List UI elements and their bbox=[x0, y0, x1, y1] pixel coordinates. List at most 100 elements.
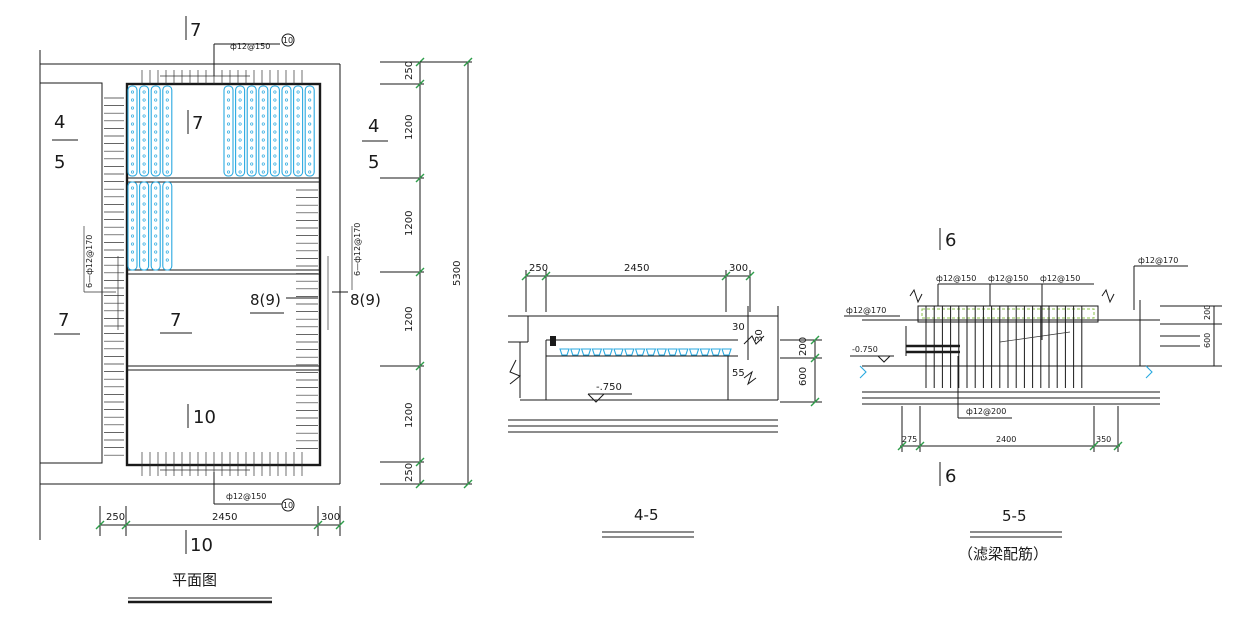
s55-dim-200: 200 bbox=[1203, 305, 1212, 320]
plan-title: 平面图 bbox=[172, 571, 217, 589]
plan-filter-nozzle bbox=[308, 162, 312, 166]
plan-filter-nozzle bbox=[273, 106, 277, 110]
s45-nozzle bbox=[580, 348, 592, 356]
plan-filter-nozzle bbox=[284, 130, 289, 134]
plan-filter-nozzle bbox=[261, 154, 265, 158]
plan-filter-nozzle bbox=[130, 194, 135, 198]
plan-total-dim-tick bbox=[463, 57, 473, 67]
plan-right-dim-extensions bbox=[380, 57, 473, 489]
plan-right-dim-250-top: 250 bbox=[404, 61, 415, 80]
plan-filter-nozzle bbox=[250, 122, 254, 126]
plan-right-dim-tick bbox=[415, 361, 425, 371]
plan-filter-nozzle bbox=[261, 122, 265, 126]
plan-right-dim-1200-a: 1200 bbox=[404, 115, 415, 140]
plan-filter-nozzle bbox=[296, 170, 300, 174]
plan-bottom-rebar-label: ф12@150 bbox=[226, 492, 266, 501]
plan-view: ф12@150 10 ф12@150 10 7 10 4 5 7 4 5 7 7… bbox=[39, 16, 473, 604]
plan-filter-slot bbox=[269, 85, 280, 177]
plan-filter-nozzle bbox=[250, 106, 254, 110]
plan-bottom-dim-250: 250 bbox=[106, 512, 125, 523]
plan-filter-nozzle bbox=[284, 98, 289, 102]
plan-filter-nozzle bbox=[130, 258, 135, 262]
plan-filter-nozzle bbox=[165, 162, 169, 166]
plan-filter-nozzle bbox=[130, 162, 135, 166]
plan-filter-nozzle bbox=[165, 226, 169, 230]
plan-filter-nozzle bbox=[130, 242, 135, 246]
plan-filter-nozzle bbox=[273, 162, 277, 166]
plan-filter-nozzle bbox=[238, 98, 242, 102]
plan-filter-nozzle bbox=[142, 154, 146, 158]
plan-filter-nozzle bbox=[226, 162, 231, 166]
plan-inner-7-top: 7 bbox=[192, 113, 203, 134]
plan-filter-nozzle bbox=[142, 146, 146, 150]
plan-filter-nozzle bbox=[142, 170, 146, 174]
plan-right-dim-tick bbox=[415, 457, 425, 467]
plan-filter-nozzle bbox=[142, 258, 146, 262]
plan-right-dim-total: 5300 bbox=[452, 261, 463, 286]
plan-filter-nozzle bbox=[142, 202, 146, 206]
s55-dim-350: 350 bbox=[1096, 435, 1111, 444]
plan-top-rebar-label: ф12@150 bbox=[230, 42, 270, 51]
s45-dim-30b: 30 bbox=[754, 329, 765, 342]
plan-filter-nozzle bbox=[238, 154, 242, 158]
plan-filter-slot bbox=[139, 85, 150, 177]
plan-filter-nozzle bbox=[142, 250, 146, 254]
plan-filter-nozzle bbox=[296, 154, 300, 158]
plan-filter-nozzle bbox=[130, 98, 135, 102]
plan-filter-nozzle bbox=[250, 90, 254, 94]
plan-inner-10: 10 bbox=[193, 407, 216, 428]
plan-filter-nozzle bbox=[250, 162, 254, 166]
plan-bottom-tick-3 bbox=[313, 520, 323, 530]
plan-filter-slot bbox=[127, 181, 138, 271]
s55-left-break-mark bbox=[859, 365, 867, 379]
plan-filter-nozzle bbox=[261, 170, 265, 174]
plan-section-7-top: 7 bbox=[190, 20, 201, 41]
plan-filter-nozzle bbox=[142, 218, 146, 222]
plan-filter-nozzle bbox=[130, 138, 135, 142]
plan-filter-nozzle bbox=[142, 226, 146, 230]
plan-filter-nozzle bbox=[165, 234, 169, 238]
plan-filter-nozzle bbox=[142, 90, 146, 94]
s45-right-tick-2 bbox=[810, 353, 820, 363]
plan-filter-nozzle bbox=[226, 122, 231, 126]
plan-filter-nozzle bbox=[308, 122, 312, 126]
s45-nozzle bbox=[634, 348, 646, 356]
plan-bottom-tick-2 bbox=[121, 520, 131, 530]
s45-dim-2450: 2450 bbox=[624, 263, 649, 274]
plan-left-channel bbox=[39, 82, 103, 464]
plan-filter-nozzle bbox=[261, 106, 265, 110]
plan-filter-slot bbox=[246, 85, 257, 177]
plan-filter-nozzle bbox=[154, 106, 158, 110]
plan-filter-nozzle bbox=[130, 130, 135, 134]
plan-filter-nozzle bbox=[238, 114, 242, 118]
plan-filter-nozzle bbox=[273, 90, 277, 94]
s55-rebar-b: ф12@150 bbox=[988, 274, 1028, 283]
s45-right-tick-3 bbox=[810, 397, 820, 407]
plan-right-dim-tick bbox=[415, 173, 425, 183]
plan-bottom-tick-4 bbox=[335, 520, 345, 530]
plan-filter-nozzle bbox=[142, 122, 146, 126]
s45-nozzle bbox=[667, 348, 678, 356]
plan-filter-nozzle bbox=[154, 146, 158, 150]
s45-right-break bbox=[743, 335, 765, 345]
plan-bottom-circle-label: 10 bbox=[283, 501, 293, 510]
plan-filter-nozzle bbox=[238, 130, 242, 134]
plan-filter-nozzle bbox=[165, 186, 169, 190]
plan-filter-nozzle bbox=[154, 194, 158, 198]
plan-filter-slot bbox=[281, 85, 292, 177]
plan-filter-nozzle bbox=[142, 130, 146, 134]
plan-filter-nozzle bbox=[154, 186, 158, 190]
plan-filter-nozzle bbox=[238, 90, 242, 94]
plan-right-dim-tick bbox=[415, 267, 425, 277]
plan-filter-nozzle bbox=[165, 242, 169, 246]
s45-left-break bbox=[509, 359, 521, 385]
plan-filter-nozzle bbox=[261, 90, 265, 94]
plan-filter-nozzle bbox=[261, 98, 265, 102]
plan-filter-nozzle bbox=[130, 170, 135, 174]
plan-filter-nozzle bbox=[226, 130, 231, 134]
plan-filter-nozzle bbox=[284, 90, 289, 94]
plan-filter-nozzle bbox=[273, 138, 277, 142]
plan-filter-nozzle bbox=[142, 138, 146, 142]
plan-right-vertical-rebar: 6—ф12@170 bbox=[353, 223, 362, 276]
